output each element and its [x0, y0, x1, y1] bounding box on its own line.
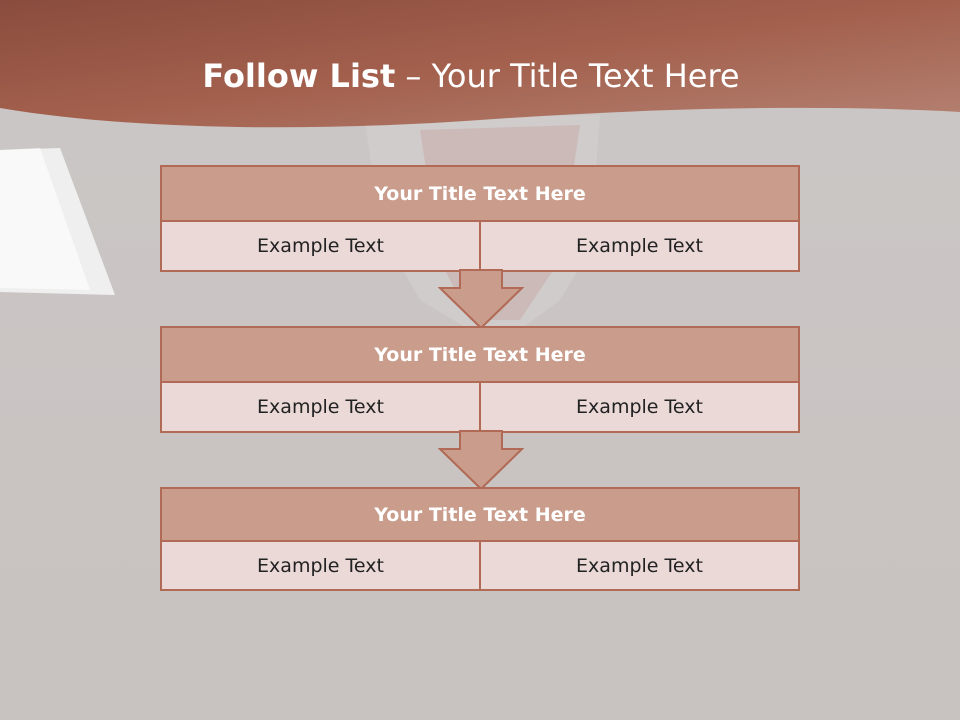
block-right-cell: Example Text	[479, 542, 800, 591]
block-left-cell: Example Text	[160, 383, 481, 433]
slide-title: Follow List – Your Title Text Here	[0, 54, 942, 98]
block-right-cell: Example Text	[479, 222, 800, 272]
block-title: Your Title Text Here	[160, 165, 800, 222]
slide-title-rest: – Your Title Text Here	[395, 57, 740, 95]
block-right-cell: Example Text	[479, 383, 800, 433]
down-arrow-icon	[438, 269, 524, 330]
block-left-cell: Example Text	[160, 222, 481, 272]
slide-title-bold: Follow List	[202, 57, 396, 95]
down-arrow-icon	[438, 430, 524, 491]
block-left-cell: Example Text	[160, 542, 481, 591]
title-banner	[0, 0, 960, 128]
block-title: Your Title Text Here	[160, 326, 800, 383]
block-title: Your Title Text Here	[160, 487, 800, 542]
